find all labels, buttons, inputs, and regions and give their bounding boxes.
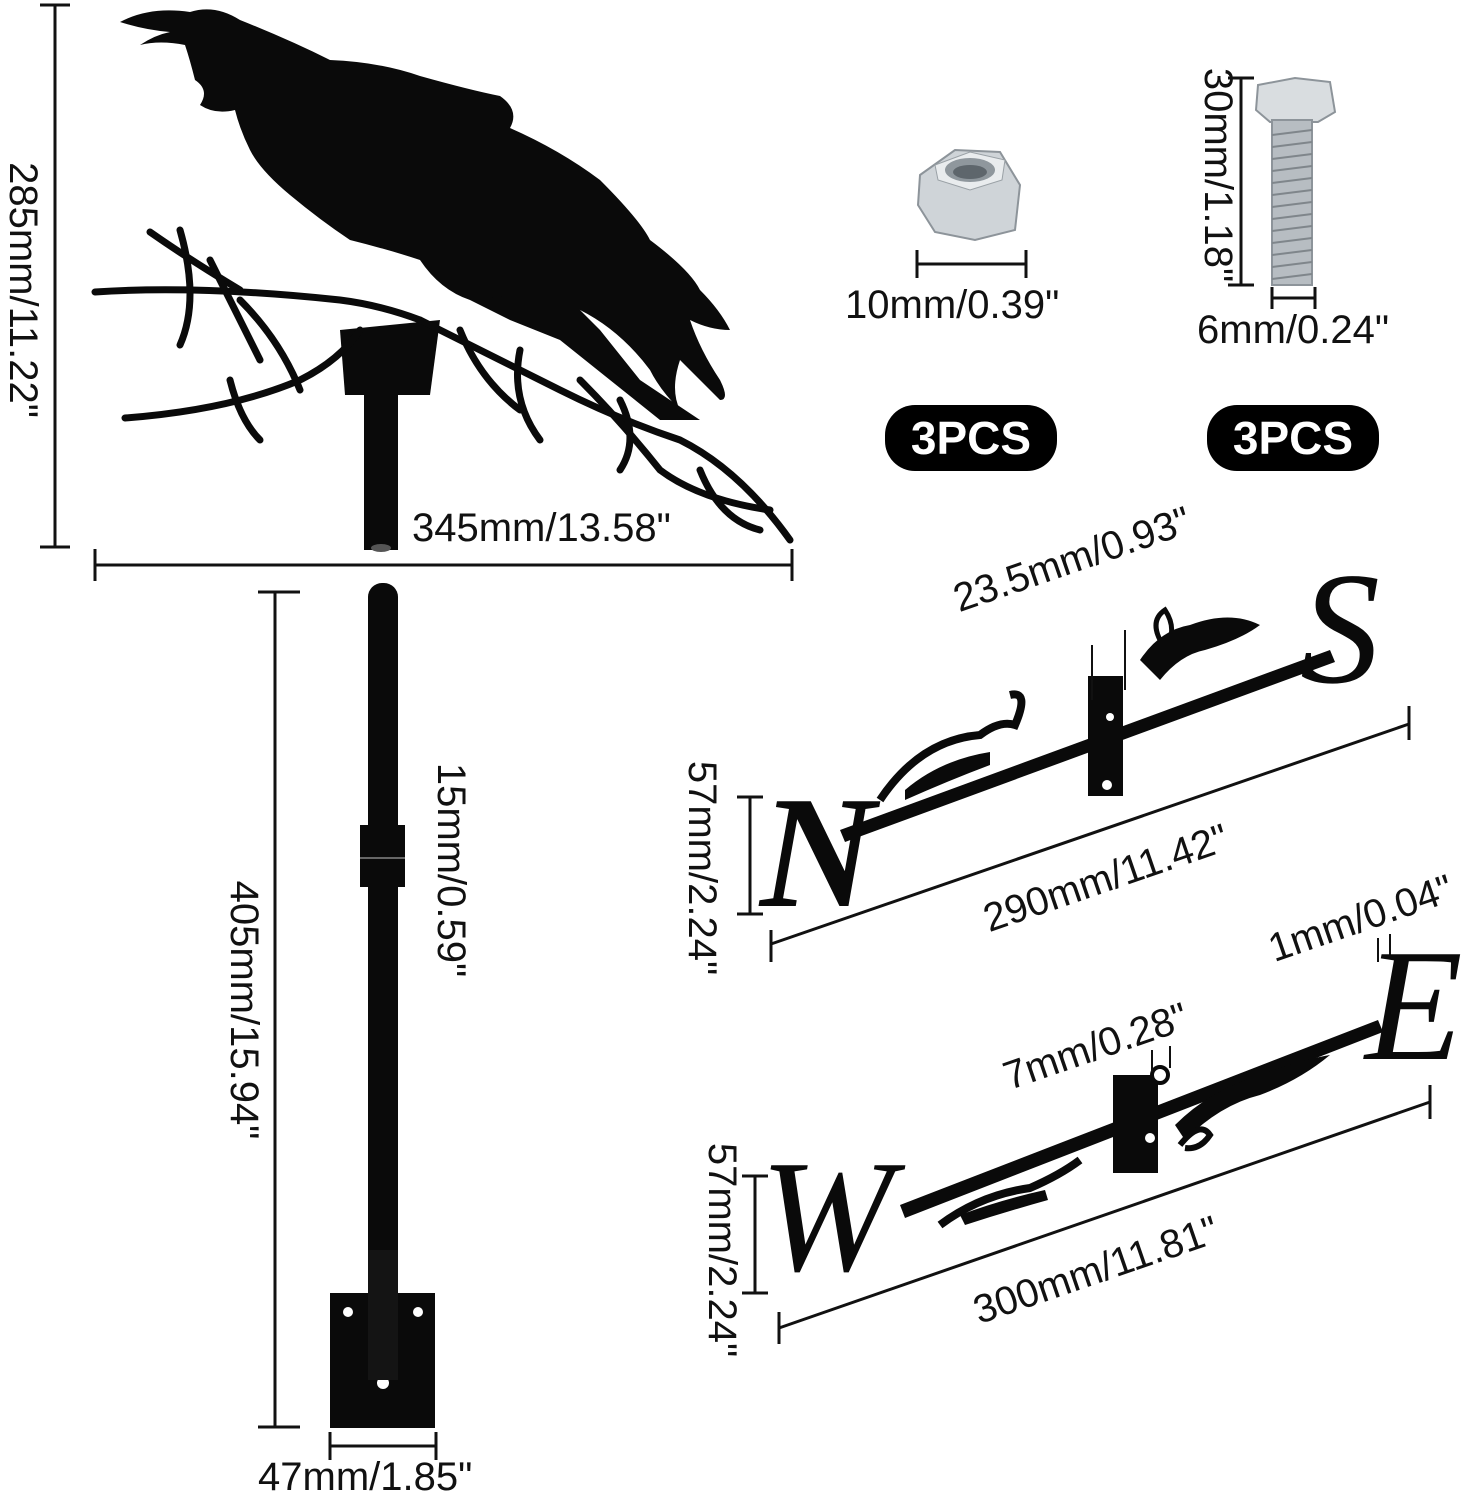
letter-n: N <box>760 763 876 941</box>
ns-length-dimension-line <box>769 706 1411 962</box>
letter-w: W <box>760 1127 894 1305</box>
letter-s: S <box>1300 539 1380 717</box>
we-direction-arrow <box>900 1020 1383 1229</box>
letter-e: E <box>1365 916 1463 1094</box>
ns-height-dimension-line <box>737 795 763 916</box>
bolt-length-label: 30mm/1.18" <box>1196 67 1240 283</box>
we-hole-dimension-line <box>1151 1046 1171 1072</box>
raven-width-dimension-line <box>93 549 794 581</box>
branch-silhouette <box>91 226 794 544</box>
raven-height-label: 285mm/11.22" <box>1 162 45 418</box>
mounting-pole <box>330 583 435 1428</box>
ns-bracket-dimension-line <box>1091 630 1126 700</box>
raven-width-label: 345mm/13.58" <box>412 506 671 550</box>
ns-height-label: 57mm/2.24" <box>680 760 724 976</box>
ns-direction-arrow <box>840 606 1335 842</box>
we-height-label: 57mm/2.24" <box>700 1142 744 1358</box>
we-thickness-dimension-line <box>1377 934 1391 962</box>
pole-plate-dimension-line <box>328 1432 438 1460</box>
pole-plate-label: 47mm/1.85" <box>258 1455 473 1499</box>
pole-diameter-label: 15mm/0.59" <box>429 762 473 978</box>
hex-bolt-image <box>1254 76 1337 286</box>
bolt-width-label: 6mm/0.24" <box>1197 308 1390 352</box>
raven-height-dimension-line <box>40 3 70 549</box>
pole-length-label: 405mm/15.94" <box>222 880 266 1140</box>
we-height-dimension-line <box>742 1174 768 1295</box>
nut-size-label: 10mm/0.39" <box>845 283 1060 327</box>
raven-silhouette <box>120 9 730 552</box>
bolt-quantity-badge: 3PCS <box>1207 405 1379 471</box>
nut-quantity-badge: 3PCS <box>885 405 1057 471</box>
nut-width-dimension-line <box>915 250 1028 278</box>
bolt-width-dimension-line <box>1270 287 1317 309</box>
bolt-length-dimension-line <box>1228 76 1254 287</box>
pole-length-dimension-line <box>258 590 300 1429</box>
hex-nut-image <box>916 148 1022 242</box>
we-length-dimension-line <box>777 1085 1432 1344</box>
